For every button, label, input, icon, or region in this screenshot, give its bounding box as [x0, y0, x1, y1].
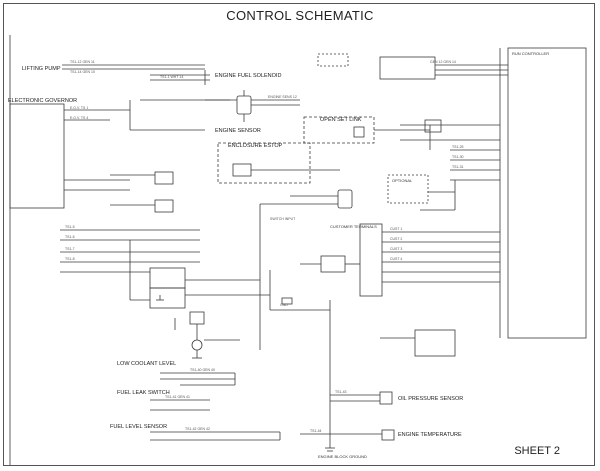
enclosure-estop-label: ENCLOSURE ESTOP — [228, 143, 283, 149]
svg-text:TS1-12 GEN 11: TS1-12 GEN 11 — [70, 60, 95, 64]
svg-text:TS1-25: TS1-25 — [452, 145, 464, 149]
low-coolant-level-label: LOW COOLANT LEVEL — [117, 361, 177, 367]
svg-text:TS1-6: TS1-6 — [65, 235, 75, 239]
svg-text:ENGINE SENS 12: ENGINE SENS 12 — [268, 95, 297, 99]
svg-text:SWITCH INPUT: SWITCH INPUT — [270, 217, 296, 221]
fuel-leak-switch-label: FUEL LEAK SWITCH — [117, 390, 170, 396]
engine-fuel-solenoid-label: ENGINE FUEL SOLENOID — [215, 73, 282, 79]
open-set-link-label: OPEN SET LINK — [320, 117, 362, 123]
optional-label: OPTIONAL — [392, 178, 413, 183]
svg-text:CUST 2: CUST 2 — [390, 237, 402, 241]
customer-terminals-label: CUSTOMER TERMINALS — [330, 224, 377, 229]
svg-text:TS1-42 GEN 42: TS1-42 GEN 42 — [185, 427, 210, 431]
engine-sensor-label: ENGINE SENSOR — [215, 128, 261, 134]
svg-text:TS1-41 GEN 41: TS1-41 GEN 41 — [165, 395, 190, 399]
lifting-pump-label: LIFTING PUMP — [22, 66, 61, 72]
svg-text:TS1-30: TS1-30 — [452, 155, 464, 159]
svg-text:CUST 3: CUST 3 — [390, 247, 402, 251]
fuel-level-sensor-label: FUEL LEVEL SENSOR — [110, 424, 168, 430]
svg-text:E.G.V. TS 4: E.G.V. TS 4 — [70, 116, 88, 120]
engine-temperature-label: ENGINE TEMPERATURE — [398, 432, 462, 438]
svg-text:GEN 12 GEN 14: GEN 12 GEN 14 — [430, 60, 456, 64]
svg-text:TS1-31: TS1-31 — [452, 165, 464, 169]
svg-text:TS1-14 GEN 10: TS1-14 GEN 10 — [70, 70, 95, 74]
svg-text:TS1-44: TS1-44 — [310, 429, 322, 433]
svg-text:TS1-40 GEN 40: TS1-40 GEN 40 — [190, 368, 215, 372]
page-title: CONTROL SCHEMATIC — [226, 8, 374, 23]
svg-text:TS1-8: TS1-8 — [65, 257, 75, 261]
svg-text:TS1-43: TS1-43 — [335, 390, 347, 394]
oil-pressure-sensor-label: OIL PRESSURE SENSOR — [398, 396, 464, 402]
engine-block-ground-label: ENGINE BLOCK GROUND — [318, 454, 367, 459]
sheet-number: SHEET 2 — [514, 445, 560, 457]
svg-text:TS1-5: TS1-5 — [65, 225, 75, 229]
svg-text:E.G.V. TS 1: E.G.V. TS 1 — [70, 106, 88, 110]
run-controller-label: RUN CONTROLLER — [512, 51, 550, 56]
svg-text:TS1-1 WHT 14: TS1-1 WHT 14 — [160, 75, 183, 79]
svg-text:CUST 1: CUST 1 — [390, 227, 402, 231]
electronic-governor-label: ELECTRONIC GOVERNOR — [8, 98, 78, 104]
sheet-border — [3, 3, 595, 466]
svg-text:TS1-7: TS1-7 — [65, 247, 75, 251]
svg-text:CUST 4: CUST 4 — [390, 257, 402, 261]
svg-text:GND: GND — [280, 303, 288, 307]
